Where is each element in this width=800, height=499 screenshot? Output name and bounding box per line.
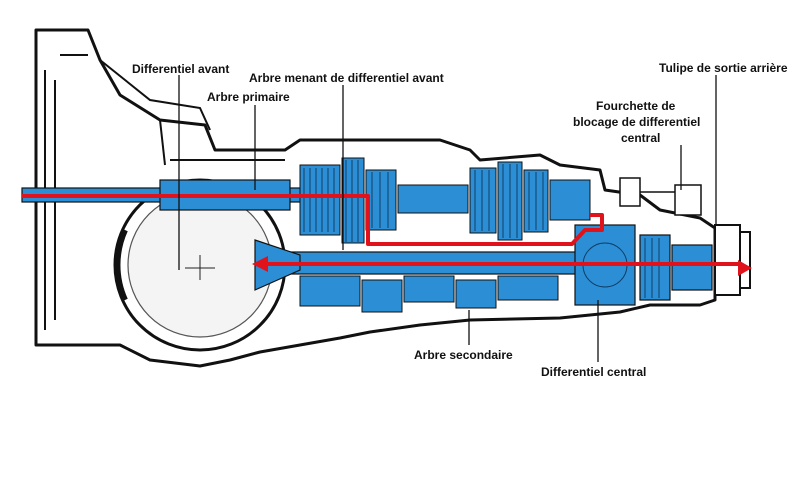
label-differentiel-central: Differentiel central [541, 365, 646, 379]
label-fourchette-line3: central [621, 131, 660, 145]
power-flow-path [22, 194, 740, 266]
label-arbre-secondaire: Arbre secondaire [414, 348, 513, 362]
output-flange [714, 224, 751, 296]
countershaft-lower [299, 275, 559, 313]
label-arbre-menant: Arbre menant de differentiel avant [249, 71, 444, 85]
power-flow-arrows [252, 256, 752, 276]
label-tulipe-sortie: Tulipe de sortie arrière [659, 61, 788, 75]
label-differentiel-avant: Differentiel avant [132, 62, 229, 76]
lock-fork [619, 177, 702, 216]
leader-lines [178, 75, 717, 362]
label-fourchette-line1: Fourchette de [596, 99, 676, 113]
gear-teeth-upper [303, 160, 544, 242]
label-fourchette-line2: blocage de differentiel [573, 115, 700, 129]
label-arbre-primaire: Arbre primaire [207, 90, 290, 104]
